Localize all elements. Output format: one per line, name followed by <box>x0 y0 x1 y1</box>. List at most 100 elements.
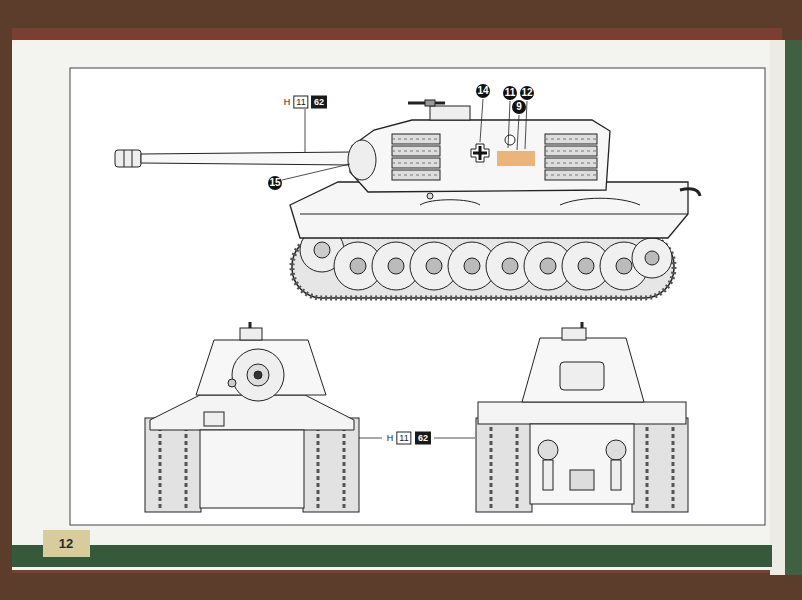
booklet-page <box>770 40 802 575</box>
tank-side-view <box>350 120 610 192</box>
callout-markers <box>359 438 382 439</box>
tank-side-view <box>300 214 688 215</box>
tank-side-view <box>497 151 535 166</box>
tank-side-view <box>392 146 440 156</box>
tank-front-view <box>204 412 224 426</box>
callout-number: 9 <box>516 102 522 112</box>
callout-markers <box>268 84 534 190</box>
tank-front-view <box>303 418 359 512</box>
tank-side-view <box>392 170 440 180</box>
booklet-page <box>785 40 802 575</box>
tank-rear-view <box>606 440 626 460</box>
tank-side-view <box>334 238 672 290</box>
tank-front-view <box>232 349 284 401</box>
callout-markers <box>503 86 517 100</box>
callout-markers <box>434 438 475 439</box>
tank-side-view <box>124 150 125 167</box>
tank-side-view <box>473 146 487 160</box>
tank-side-view <box>560 198 640 205</box>
tank-side-view <box>115 100 700 298</box>
tank-rear-view <box>522 338 644 402</box>
tank-front-view <box>145 322 359 512</box>
tank-front-view <box>254 371 262 379</box>
tank-front-view <box>160 420 344 510</box>
tank-side-view <box>680 189 700 196</box>
tank-side-view <box>392 134 440 144</box>
tank-front-view <box>249 322 252 328</box>
tank-side-view <box>392 158 440 168</box>
color-code: 11 <box>396 432 411 445</box>
tank-side-view <box>427 193 433 199</box>
callout-number: 15 <box>269 178 280 188</box>
tank-front-view <box>240 328 262 340</box>
tank-side-view <box>350 258 366 274</box>
booklet-page <box>12 28 782 573</box>
tank-rear-view <box>516 420 519 510</box>
tank-side-view <box>388 258 404 274</box>
color-code: 62 <box>415 432 431 445</box>
booklet-page <box>12 28 802 575</box>
tank-front-view <box>247 364 269 386</box>
tank-side-view <box>141 152 352 165</box>
tank-rear-view <box>478 402 686 424</box>
tank-side-view <box>645 251 659 265</box>
tank-rear-view <box>490 420 493 510</box>
tank-rear-view <box>491 420 673 510</box>
tank-side-view <box>545 163 597 164</box>
tank-rear-view <box>543 460 553 490</box>
callout-markers <box>480 99 483 142</box>
tank-side-view <box>545 146 597 156</box>
tank-side-view <box>545 151 597 152</box>
tank-side-view <box>292 236 674 298</box>
tank-front-view <box>343 420 346 510</box>
callout-markers <box>520 86 534 100</box>
tank-side-view <box>632 238 672 278</box>
tank-side-view <box>505 135 515 145</box>
color-code: 11 <box>293 96 308 109</box>
callout-markers <box>268 84 534 438</box>
tank-side-view <box>545 170 597 180</box>
tank-front-view <box>228 379 236 387</box>
tank-side-view <box>350 251 659 274</box>
tank-rear-view <box>672 420 675 510</box>
tank-side-view <box>292 236 674 298</box>
tank-rear-view <box>570 470 594 490</box>
booklet-page <box>12 40 772 570</box>
tank-rear-view <box>562 328 586 340</box>
tank-side-view <box>545 139 597 140</box>
tank-rear-view <box>538 440 558 460</box>
callout-markers <box>517 115 519 150</box>
callout-markers <box>476 84 490 98</box>
tank-side-view <box>420 200 480 205</box>
callout-number: 11 <box>505 88 516 98</box>
color-code: 62 <box>311 96 327 109</box>
callout-markers <box>282 164 350 180</box>
tank-side-view <box>392 175 440 176</box>
tank-side-view <box>578 258 594 274</box>
tank-side-view <box>115 150 141 167</box>
booklet-page <box>43 530 90 557</box>
tank-side-view <box>132 150 133 167</box>
callout-markers <box>268 176 282 190</box>
tank-side-view <box>540 258 556 274</box>
tank-side-view <box>392 139 597 175</box>
tank-side-view <box>392 134 597 180</box>
tank-side-view <box>348 140 376 180</box>
callout-number: 12 <box>521 88 532 98</box>
tank-side-view <box>464 258 480 274</box>
tank-front-view <box>200 430 304 508</box>
booklet-page <box>12 545 772 567</box>
tank-side-view <box>545 158 597 168</box>
tank-side-view <box>392 151 440 152</box>
callout-markers <box>508 101 510 148</box>
callout-number: 14 <box>477 86 488 96</box>
tank-side-view <box>426 258 442 274</box>
tank-front-view <box>185 420 188 510</box>
tank-side-view <box>392 139 440 140</box>
tank-rear-view <box>646 420 649 510</box>
tank-front-view <box>317 420 320 510</box>
tank-front-view <box>145 418 201 512</box>
tank-side-view <box>502 258 518 274</box>
